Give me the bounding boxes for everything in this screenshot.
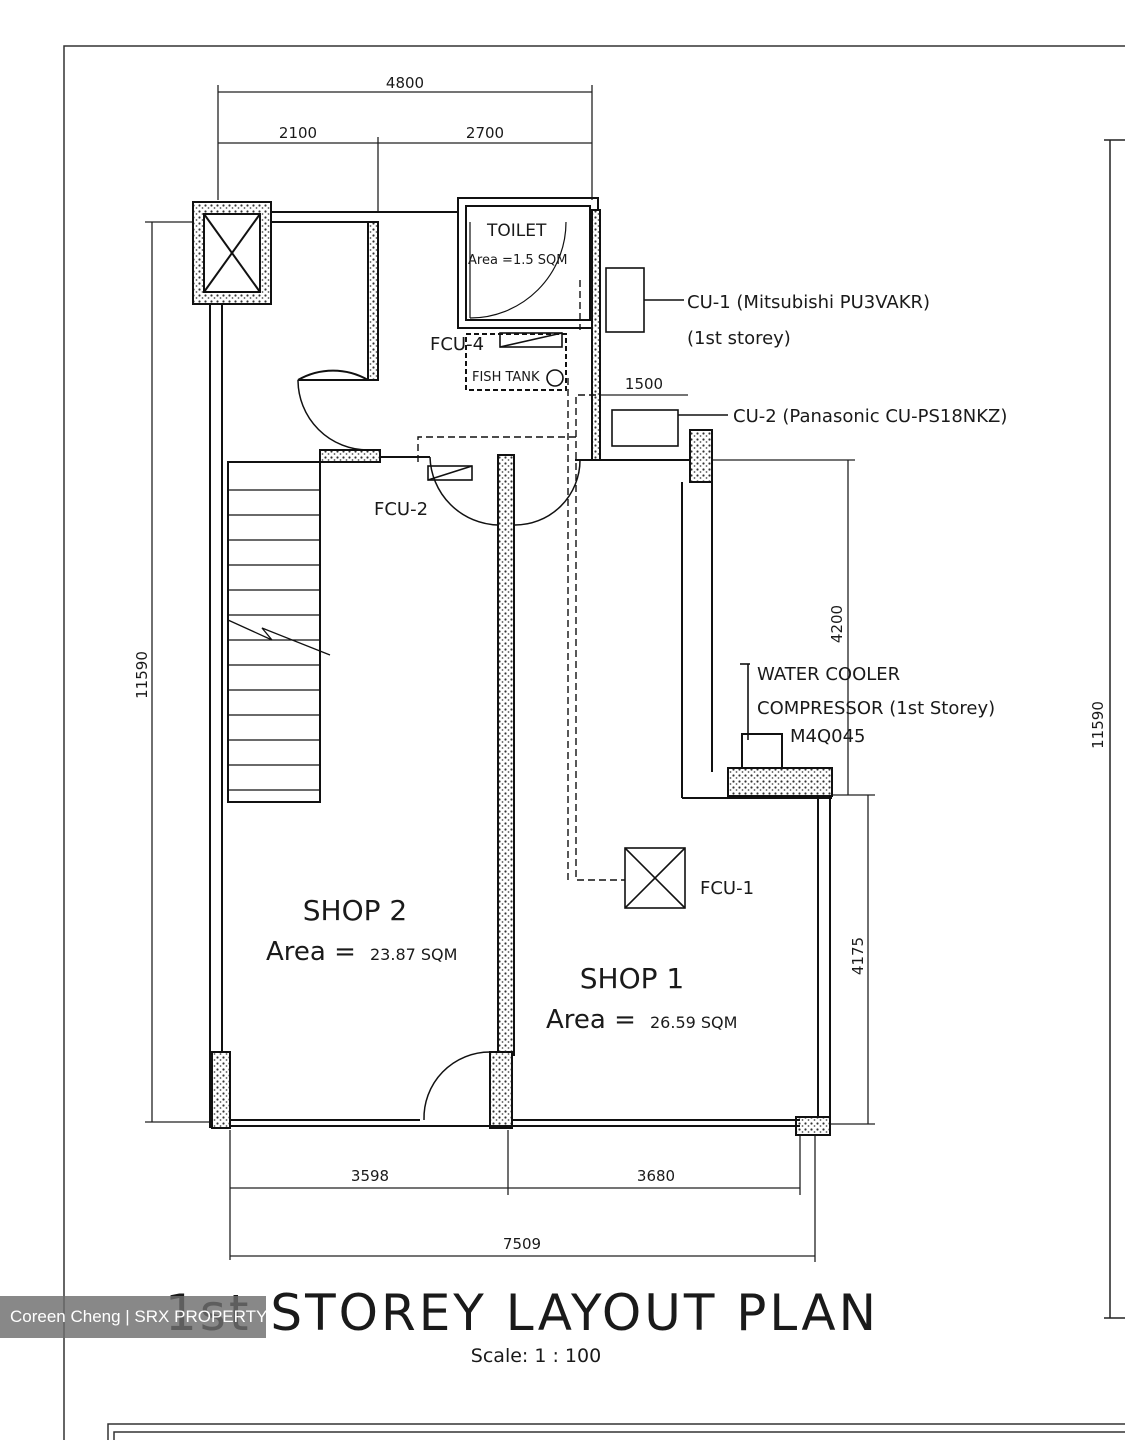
shop1-area-label: Area = xyxy=(546,1005,636,1035)
dim-bottom-right: 3680 xyxy=(637,1167,675,1185)
dim-right-lower: 4175 xyxy=(849,937,867,975)
equipment-symbols xyxy=(417,267,750,909)
shop2-area-value: 23.87 SQM xyxy=(370,945,457,964)
dim-right-upper: 4200 xyxy=(828,605,846,643)
cu1-label: CU-1 (Mitsubishi PU3VAKR) xyxy=(687,292,930,313)
dim-top-overall: 4800 xyxy=(386,74,424,92)
shop2-area-label: Area = xyxy=(266,937,356,967)
dimension-lines xyxy=(145,85,875,1262)
cu2-unit xyxy=(611,409,679,447)
fcu1-label: FCU-1 xyxy=(700,878,754,899)
walls xyxy=(192,197,833,1136)
shop1-name: SHOP 1 xyxy=(580,962,684,995)
cu1-unit xyxy=(605,267,645,333)
right-dimension-bar xyxy=(1104,139,1125,1319)
cu1-storey-label: (1st storey) xyxy=(687,328,791,349)
cu2-label: CU-2 (Panasonic CU-PS18NKZ) xyxy=(733,406,1007,427)
dim-cu-width: 1500 xyxy=(625,375,663,393)
dim-bottom-overall: 7509 xyxy=(503,1235,541,1253)
shop2-name: SHOP 2 xyxy=(303,894,407,927)
dim-left-height: 11590 xyxy=(133,651,151,699)
sheet-border xyxy=(63,45,1125,1440)
fcu2-label: FCU-2 xyxy=(374,499,428,520)
fcu4-label: FCU-4 xyxy=(430,334,484,355)
fcu1-unit xyxy=(624,847,686,909)
dim-top-left: 2100 xyxy=(279,124,317,142)
toilet-area: Area =1.5 SQM xyxy=(468,253,567,268)
compressor-label: COMPRESSOR (1st Storey) xyxy=(757,698,995,719)
fish-tank-label: FISH TANK xyxy=(472,370,540,385)
toilet-name: TOILET xyxy=(486,221,547,241)
water-cooler-label: WATER COOLER xyxy=(757,664,900,685)
plan-scale: Scale: 1 : 100 xyxy=(471,1345,601,1367)
watermark-banner: Coreen Cheng | SRX PROPERTY xyxy=(0,1296,267,1338)
dim-right-height: 11590 xyxy=(1089,701,1107,749)
dim-bottom-left: 3598 xyxy=(351,1167,389,1185)
dim-top-right: 2700 xyxy=(466,124,504,142)
cooler-model-label: M4Q045 xyxy=(790,726,866,747)
plan-title: 1st STOREY LAYOUT PLAN xyxy=(165,1284,879,1342)
shop1-area-value: 26.59 SQM xyxy=(650,1013,737,1032)
